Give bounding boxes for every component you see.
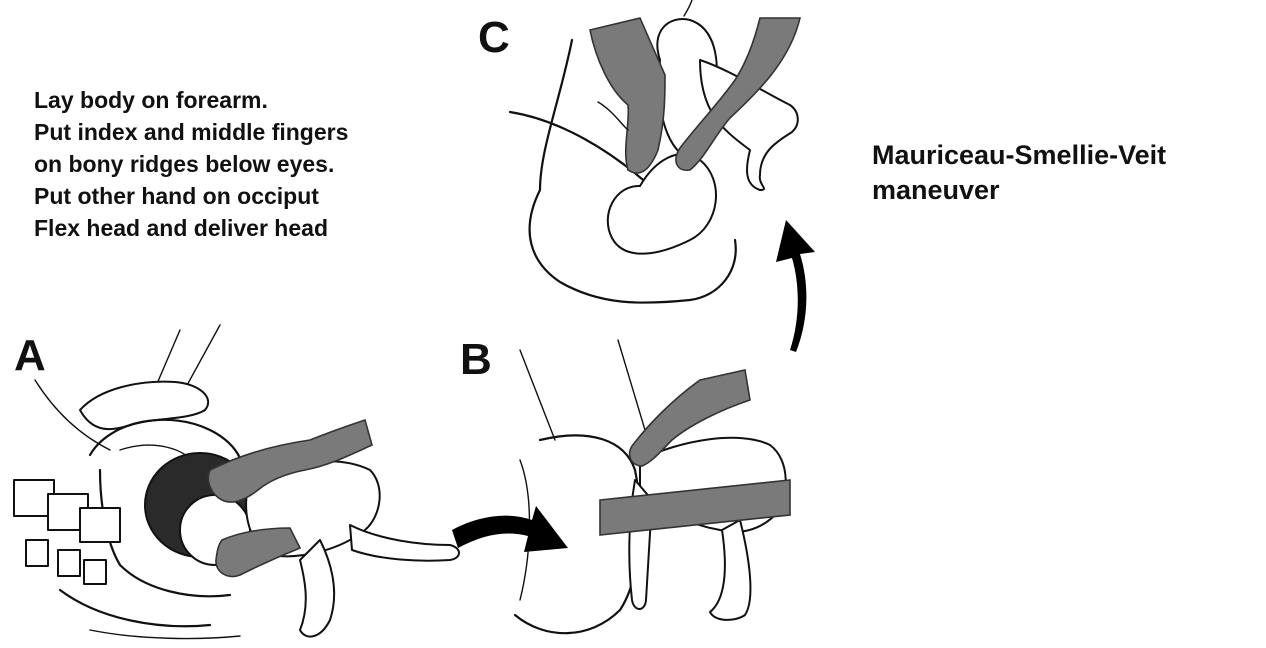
spine-vertebrae: [14, 480, 120, 584]
panel-b-illustration: [515, 340, 790, 633]
panel-a-illustration: [14, 325, 459, 638]
instruction-step: Lay body on forearm.: [34, 84, 348, 116]
panel-label-a: A: [14, 334, 46, 378]
instruction-step: Put index and middle fingers: [34, 116, 348, 148]
instruction-step: on bony ridges below eyes.: [34, 148, 348, 180]
instruction-step: Put other hand on occiput: [34, 180, 348, 212]
arrow-b-to-c: [776, 220, 815, 352]
panel-c-illustration: [510, 0, 800, 303]
arrow-a-to-b: [452, 506, 568, 552]
instruction-list: Lay body on forearm. Put index and middl…: [34, 84, 348, 244]
maneuver-title: Mauriceau-Smellie-Veit maneuver: [872, 138, 1166, 208]
panel-label-b: B: [460, 338, 492, 382]
instruction-step: Flex head and deliver head: [34, 212, 348, 244]
panel-label-c: C: [478, 16, 510, 60]
